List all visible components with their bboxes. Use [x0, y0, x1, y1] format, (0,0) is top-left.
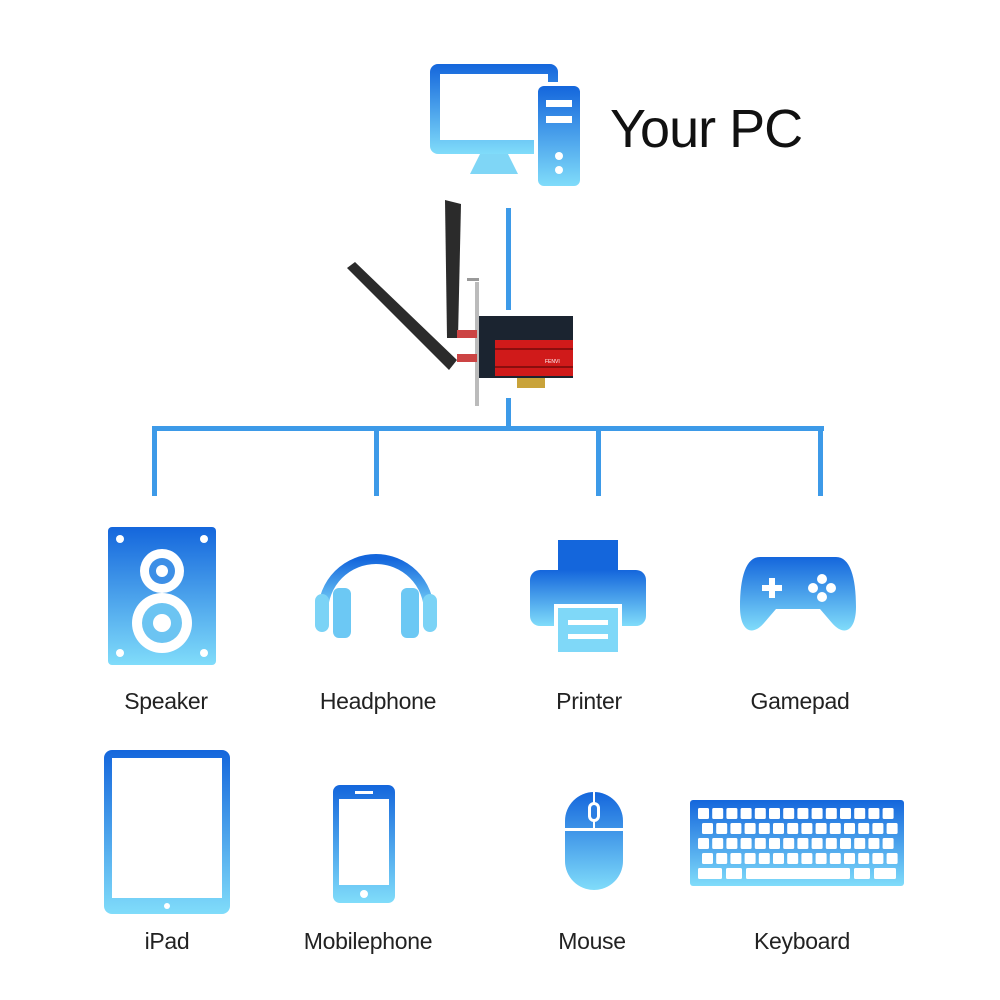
phone-icon: [333, 785, 395, 903]
tablet-icon: [104, 750, 230, 914]
connector-drop-printer: [596, 426, 601, 496]
keyboard-key: [815, 823, 827, 834]
connector-card-to-bus: [506, 398, 511, 428]
device-label-headphone: Headphone: [319, 688, 437, 714]
keyboard-key: [886, 853, 898, 864]
keyboard-key: [758, 853, 770, 864]
keyboard-key: [698, 808, 709, 819]
keyboard-key: [858, 853, 870, 864]
keyboard-key: [829, 853, 841, 864]
speaker-icon: [108, 527, 216, 665]
device-label-keyboard: Keyboard: [753, 928, 851, 954]
keyboard-key: [744, 823, 756, 834]
keyboard-key: [702, 823, 713, 834]
keyboard-key: [773, 823, 784, 834]
keyboard-key: [744, 853, 756, 864]
device-label-mobilephone: Mobilephone: [303, 928, 433, 954]
keyboard-key: [872, 823, 884, 834]
keyboard-key: [801, 823, 813, 834]
keyboard-key: [712, 808, 724, 819]
keyboard-key: [840, 808, 851, 819]
keyboard-key: [811, 808, 823, 819]
card-brand-logo: FENVI: [545, 359, 560, 365]
device-label-printer: Printer: [556, 688, 622, 714]
keyboard-key: [746, 868, 850, 879]
keyboard-key: [740, 808, 752, 819]
keyboard-key: [769, 808, 780, 819]
printer-icon: [530, 540, 646, 652]
keyboard-key: [769, 838, 780, 849]
keyboard-key: [797, 838, 809, 849]
device-label-gamepad: Gamepad: [750, 688, 850, 714]
keyboard-key: [872, 853, 884, 864]
device-label-speaker: Speaker: [124, 688, 208, 714]
mouse-icon: [565, 792, 623, 890]
gamepad-icon: [740, 557, 856, 631]
keyboard-key: [726, 868, 742, 879]
keyboard-key: [726, 838, 738, 849]
connector-drop-headphone: [374, 426, 379, 496]
keyboard-key: [825, 808, 837, 819]
keyboard-key: [829, 823, 841, 834]
keyboard-key: [858, 823, 870, 834]
keyboard-key: [882, 808, 894, 819]
keyboard-key: [702, 853, 713, 864]
keyboard-key: [698, 838, 709, 849]
keyboard-key: [726, 808, 738, 819]
keyboard-key: [797, 808, 809, 819]
keyboard-key: [874, 868, 896, 879]
keyboard-key: [868, 808, 880, 819]
keyboard-key: [754, 808, 766, 819]
keyboard-key: [698, 868, 722, 879]
pc-icon: [430, 64, 580, 186]
keyboard-key: [801, 853, 813, 864]
keyboard-key: [716, 823, 728, 834]
device-label-mouse: Mouse: [558, 928, 626, 954]
device-label-ipad: iPad: [144, 928, 190, 954]
headphone-icon: [315, 554, 437, 638]
keyboard-key: [754, 838, 766, 849]
keyboard-key: [783, 838, 795, 849]
keyboard-key: [758, 823, 770, 834]
keyboard-key: [840, 838, 851, 849]
keyboard-key: [815, 853, 827, 864]
keyboard-key: [773, 853, 784, 864]
keyboard-key: [886, 823, 898, 834]
keyboard-key: [787, 853, 799, 864]
keyboard-key: [730, 853, 742, 864]
keyboard-key: [854, 868, 870, 879]
connector-drop-gamepad: [818, 426, 823, 496]
keyboard-key: [811, 838, 823, 849]
keyboard-icon: [690, 800, 904, 886]
keyboard-key: [868, 838, 880, 849]
connector-drop-speaker: [152, 426, 157, 496]
keyboard-key: [783, 808, 795, 819]
wifi-card-image: FENVI: [347, 200, 573, 406]
keyboard-key: [787, 823, 799, 834]
connector-bus: [152, 426, 824, 431]
keyboard-key: [882, 838, 894, 849]
keyboard-key: [825, 838, 837, 849]
keyboard-key: [854, 838, 866, 849]
keyboard-key: [712, 838, 724, 849]
keyboard-key: [854, 808, 866, 819]
keyboard-key: [740, 838, 752, 849]
keyboard-key: [716, 853, 728, 864]
keyboard-key: [844, 823, 855, 834]
connector-pc-to-card: [506, 208, 511, 310]
page-title: Your PC: [610, 99, 803, 159]
keyboard-key: [730, 823, 742, 834]
keyboard-key: [844, 853, 855, 864]
